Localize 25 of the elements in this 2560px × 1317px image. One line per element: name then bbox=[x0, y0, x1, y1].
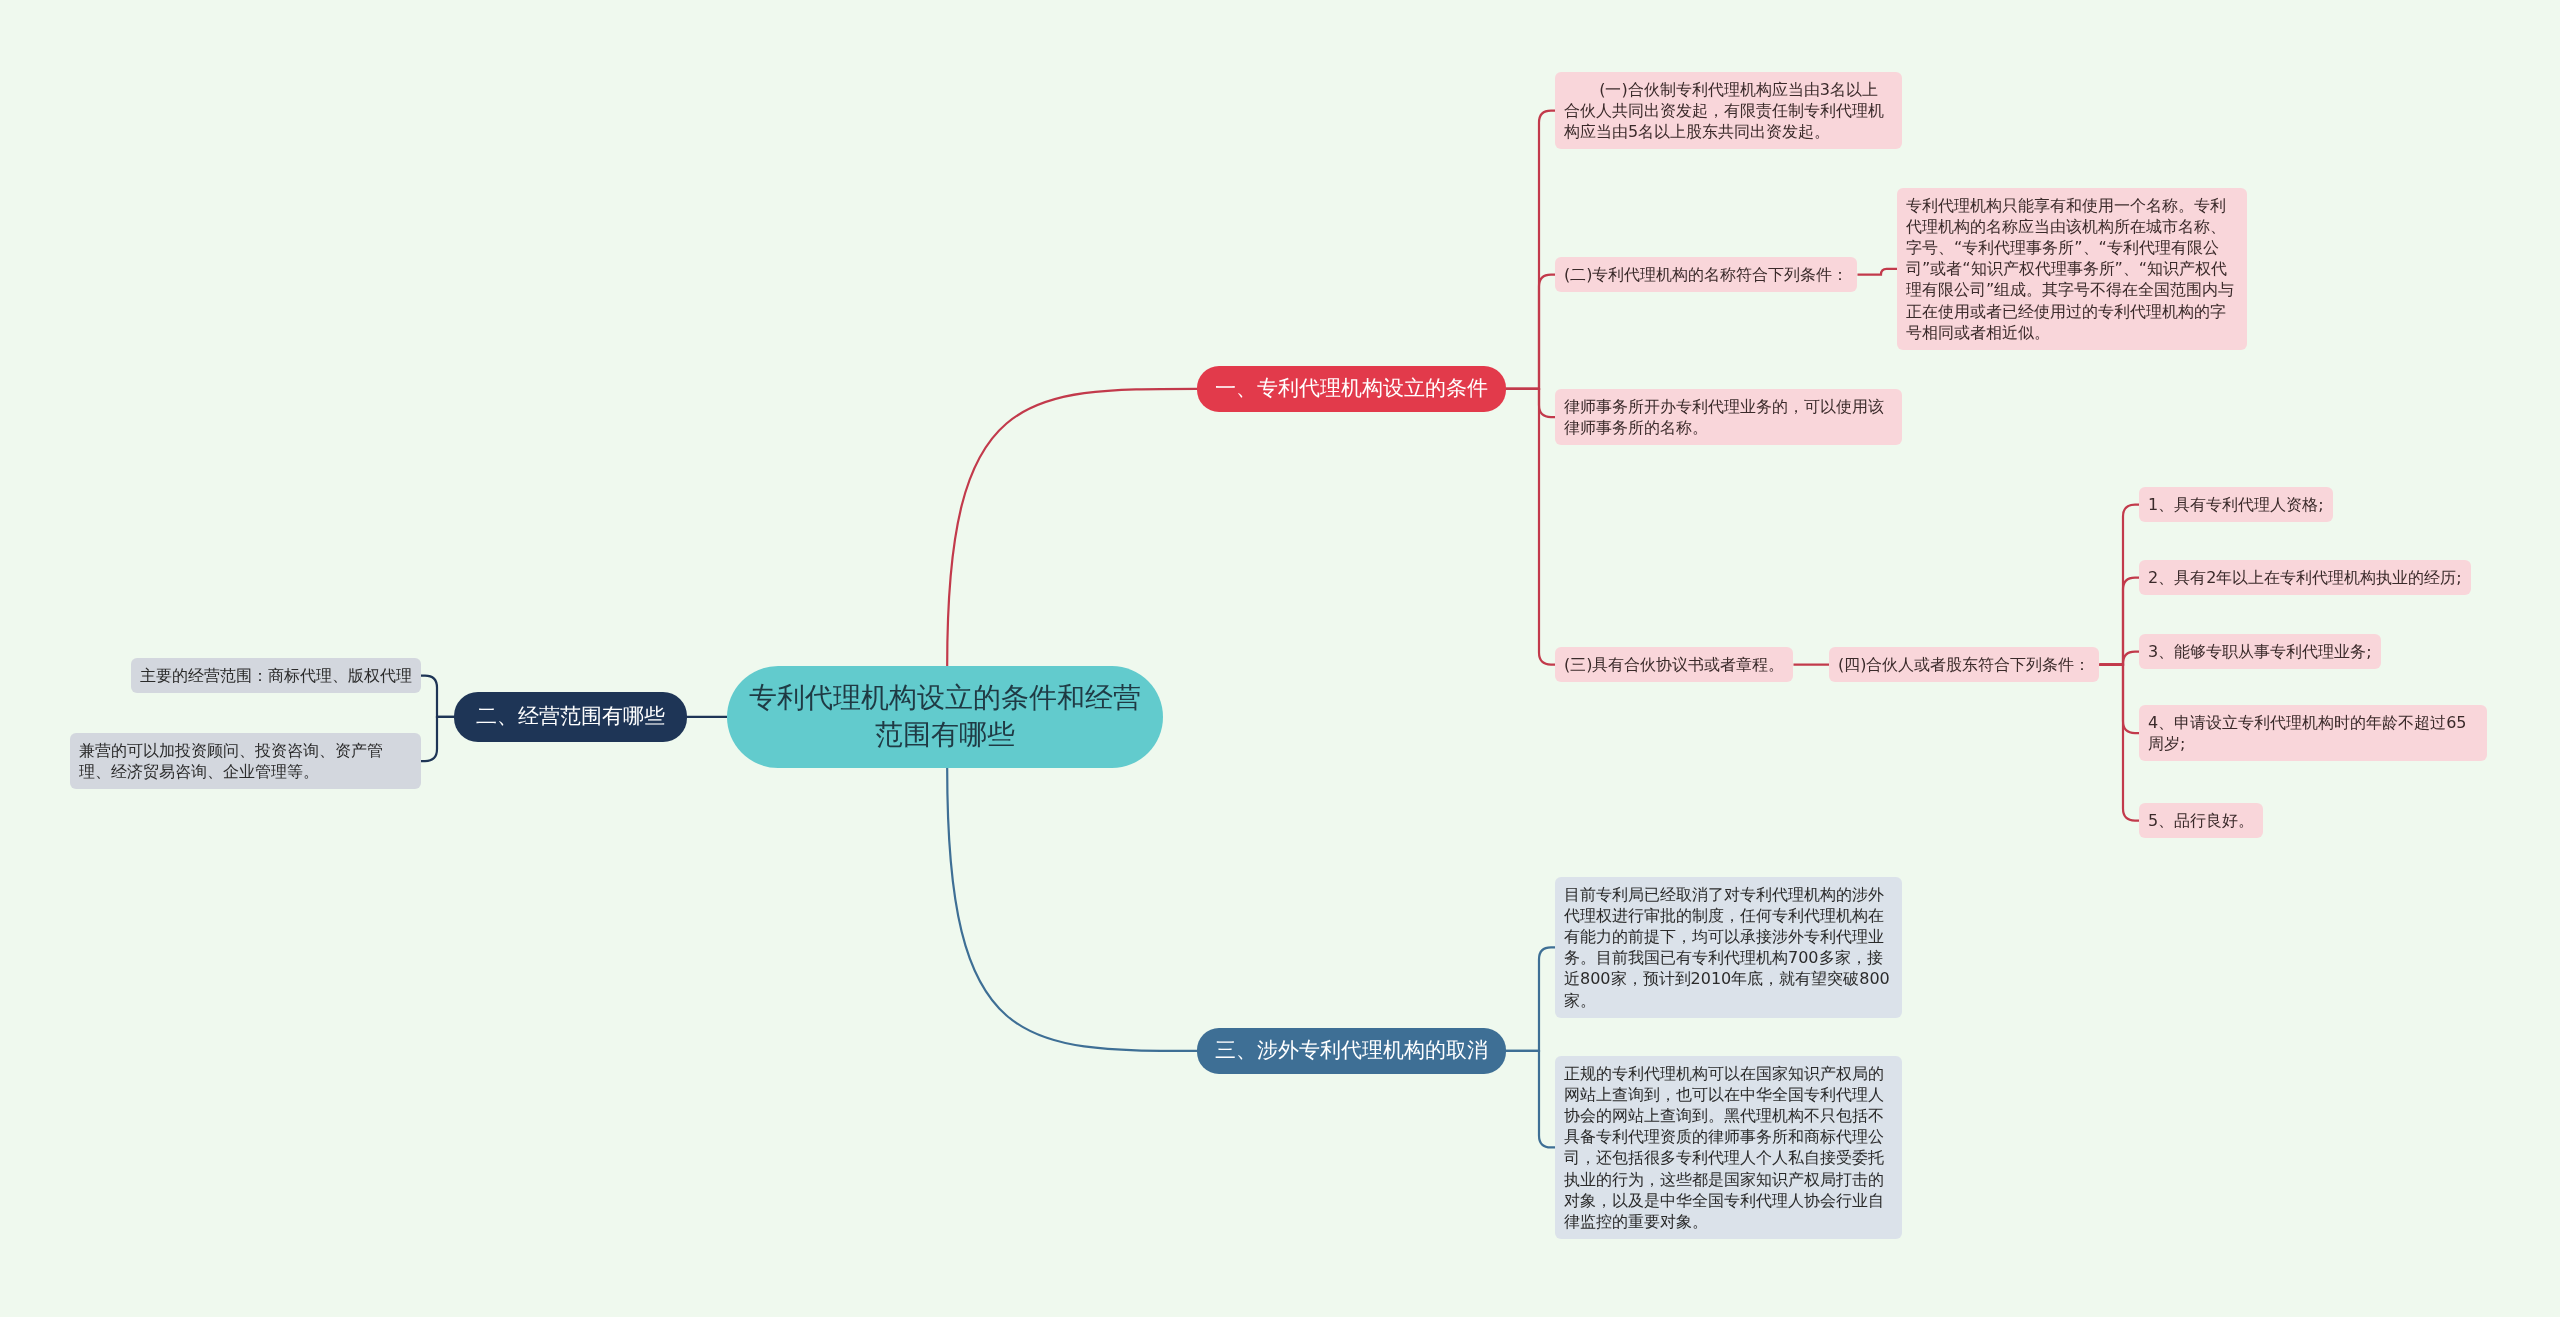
topic-box: 二、经营范围有哪些 bbox=[454, 692, 687, 742]
subtopic-box: (四)合伙人或者股东符合下列条件： bbox=[1829, 647, 2100, 683]
topic-box: 一、专利代理机构设立的条件 bbox=[1197, 366, 1506, 412]
connector-line bbox=[946, 767, 1197, 1052]
subtopic-box: 兼营的可以加投资顾问、投资咨询、资产管理、经济贸易咨询、企业管理等。 bbox=[70, 733, 421, 790]
connector-line bbox=[1857, 267, 1897, 276]
subtopic-box: (一)合伙制专利代理机构应当由3名以上合伙人共同出资发起，有限责任制专利代理机构应当由5名以上股东共同出资发起。 bbox=[1555, 72, 1902, 150]
subtopic-box: 3、能够专职从事专利代理业务; bbox=[2139, 634, 2381, 670]
subtopic-box: 主要的经营范围：商标代理、版权代理 bbox=[131, 658, 421, 694]
connector-line bbox=[421, 715, 454, 763]
subtopic-box: 5、品行良好。 bbox=[2139, 803, 2264, 839]
subtopic-box: 2、具有2年以上在专利代理机构执业的经历; bbox=[2139, 560, 2471, 596]
central-topic: 专利代理机构设立的条件和经营范围有哪些 bbox=[727, 666, 1163, 768]
subtopic-box: 4、申请设立专利代理机构时的年龄不超过65周岁; bbox=[2139, 705, 2487, 762]
connector-line bbox=[1793, 663, 1829, 666]
subtopic-box: 正规的专利代理机构可以在国家知识产权局的网站上查询到，也可以在中华全国专利代理人协会的网站上查询到。黑代理机构不只包括不具备专利代理资质的律师事务所和商标代理公司，还包括很多专利代理人个人私自接受委托执业的行为，这些都是国家知识产权局打击的对象，以及是中华全国专利代理人协会行业自律监控的重要对象。 bbox=[1555, 1056, 1902, 1239]
subtopic-box: 1、具有专利代理人资格; bbox=[2139, 487, 2333, 523]
subtopic-box: 专利代理机构只能享有和使用一个名称。专利代理机构的名称应当由该机构所在城市名称、字号、“专利代理事务所”、“专利代理有限公司”或者“知识产权代理事务所”、“知识产权代理有限公司”组成。其字号不得在全国范围内与正在使用或者已经使用过的专利代理机构的字号相同或者相近似。 bbox=[1897, 188, 2247, 350]
subtopic-box: (二)专利代理机构的名称符合下列条件： bbox=[1555, 257, 1858, 293]
subtopic-box: 律师事务所开办专利代理业务的，可以使用该律师事务所的名称。 bbox=[1555, 389, 1902, 446]
topic-box: 三、涉外专利代理机构的取消 bbox=[1197, 1028, 1506, 1074]
connector-line bbox=[946, 387, 1197, 667]
connector-line bbox=[687, 715, 727, 719]
subtopic-box: 目前专利局已经取消了对专利代理机构的涉外代理权进行审批的制度，任何专利代理机构在有能力的前提下，均可以承接涉外专利代理业务。目前我国已有专利代理机构700多家，接近800家，预计到2010年底，就有望突破800家。 bbox=[1555, 877, 1902, 1018]
subtopic-box: (三)具有合伙协议书或者章程。 bbox=[1555, 647, 1794, 683]
